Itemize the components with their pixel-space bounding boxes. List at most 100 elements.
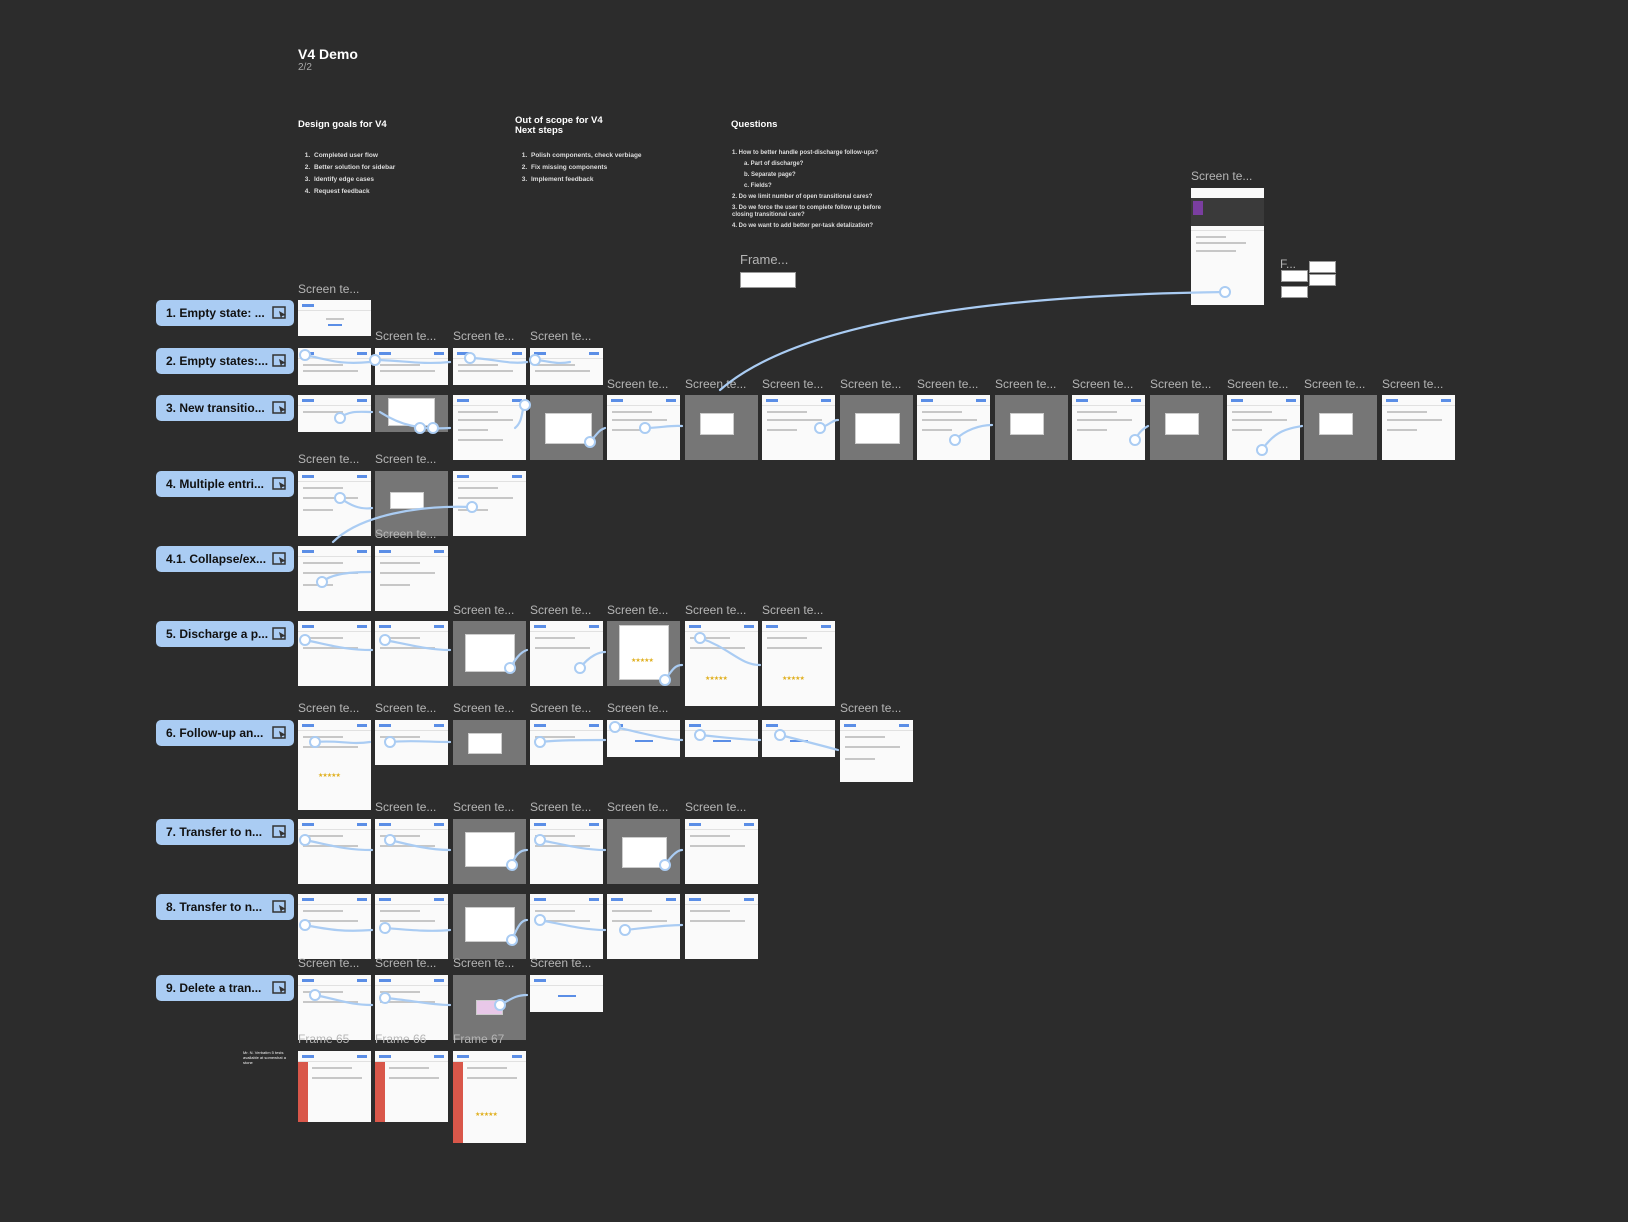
flow-pill[interactable]: 9. Delete a tran...: [156, 975, 294, 1001]
screen-frame[interactable]: ★★★★★: [762, 621, 835, 706]
screen-frame[interactable]: [530, 720, 603, 765]
screen-frame[interactable]: [1227, 395, 1300, 460]
screen-frame[interactable]: ★★★★★: [298, 720, 371, 810]
screen-frame[interactable]: [530, 894, 603, 959]
small-frame[interactable]: [1309, 274, 1336, 286]
small-frame[interactable]: [1309, 261, 1336, 273]
flow-pill[interactable]: 1. Empty state: ...: [156, 300, 294, 326]
screen-frame[interactable]: [375, 819, 448, 884]
screen-frame[interactable]: [607, 720, 680, 757]
screen-frame[interactable]: [375, 395, 448, 432]
frame-label: Screen te...: [298, 282, 360, 296]
screen-frame[interactable]: [1072, 395, 1145, 460]
screen-frame[interactable]: [298, 1051, 371, 1122]
screen-frame[interactable]: [453, 975, 526, 1040]
screen-frame[interactable]: [298, 395, 371, 432]
screen-frame[interactable]: [375, 894, 448, 959]
screen-frame[interactable]: [917, 395, 990, 460]
small-frame[interactable]: [1281, 270, 1308, 282]
screen-frame[interactable]: [762, 720, 835, 757]
screen-frame[interactable]: ★★★★★: [685, 621, 758, 706]
screen-frame[interactable]: [375, 348, 448, 385]
screen-frame[interactable]: [530, 348, 603, 385]
screen-frame[interactable]: [530, 395, 603, 460]
flow-pill[interactable]: 4. Multiple entri...: [156, 471, 294, 497]
play-flow-icon[interactable]: [272, 477, 288, 491]
screen-frame[interactable]: [840, 720, 913, 782]
screen-frame[interactable]: [298, 471, 371, 536]
screen-frame[interactable]: [1304, 395, 1377, 460]
play-flow-icon[interactable]: [272, 627, 288, 641]
play-flow-icon[interactable]: [272, 401, 288, 415]
play-flow-icon[interactable]: [272, 354, 288, 368]
screen-frame[interactable]: [1382, 395, 1455, 460]
play-flow-icon[interactable]: [272, 825, 288, 839]
screen-frame[interactable]: [375, 546, 448, 611]
screen-frame[interactable]: [375, 1051, 448, 1122]
frame-label: Screen te...: [1227, 377, 1289, 391]
small-frame[interactable]: [740, 272, 796, 288]
screen-frame[interactable]: [298, 546, 371, 611]
screen-frame[interactable]: [375, 621, 448, 686]
screen-frame[interactable]: [685, 720, 758, 757]
screen-frame[interactable]: [298, 894, 371, 959]
screen-frame[interactable]: [453, 621, 526, 686]
list-item: a. Part of discharge?: [744, 161, 804, 167]
flow-pill[interactable]: 3. New transitio...: [156, 395, 294, 421]
frame-label: Screen te...: [840, 701, 902, 715]
play-flow-icon[interactable]: [272, 726, 288, 740]
screen-frame[interactable]: [607, 894, 680, 959]
play-flow-icon[interactable]: [272, 981, 288, 995]
flow-pill[interactable]: 2. Empty states:...: [156, 348, 294, 374]
flow-pill[interactable]: 6. Follow-up an...: [156, 720, 294, 746]
screen-frame[interactable]: [1150, 395, 1223, 460]
screen-frame[interactable]: [453, 471, 526, 536]
screen-frame[interactable]: [453, 348, 526, 385]
screen-frame[interactable]: [298, 300, 371, 336]
flow-pill[interactable]: 5. Discharge a p...: [156, 621, 294, 647]
flow-pill[interactable]: 4.1. Collapse/ex...: [156, 546, 294, 572]
screen-frame[interactable]: [762, 395, 835, 460]
screen-frame[interactable]: [453, 894, 526, 959]
rating-stars-icon: ★★★★★: [782, 676, 805, 682]
screen-frame[interactable]: [685, 894, 758, 959]
small-frame[interactable]: [1281, 286, 1308, 298]
flow-pill[interactable]: 7. Transfer to n...: [156, 819, 294, 845]
screen-frame[interactable]: [607, 819, 680, 884]
screen-frame[interactable]: [298, 975, 371, 1040]
frame-label: Screen te...: [530, 800, 592, 814]
list-item: 3. Do we force the user to complete foll…: [732, 205, 882, 218]
frame-label: Screen te...: [762, 603, 824, 617]
screen-frame[interactable]: [453, 395, 526, 460]
screen-frame[interactable]: ★★★★★: [607, 621, 680, 686]
screen-frame[interactable]: [995, 395, 1068, 460]
screen-frame[interactable]: [530, 975, 603, 1012]
screen-frame[interactable]: [530, 621, 603, 686]
screen-frame[interactable]: ★★★★★: [453, 1051, 526, 1143]
screen-frame[interactable]: [453, 720, 526, 765]
screen-frame[interactable]: [298, 819, 371, 884]
list-item: Fix missing components: [529, 162, 642, 174]
screen-frame[interactable]: [375, 720, 448, 765]
screen-frame[interactable]: [685, 819, 758, 884]
screen-frame[interactable]: [298, 348, 371, 385]
play-flow-icon[interactable]: [272, 306, 288, 320]
screen-frame[interactable]: [453, 819, 526, 884]
screen-frame[interactable]: [685, 395, 758, 460]
play-flow-icon[interactable]: [272, 552, 288, 566]
frame-label: Screen te...: [1150, 377, 1212, 391]
flow-pill[interactable]: 8. Transfer to n...: [156, 894, 294, 920]
play-flow-icon[interactable]: [272, 900, 288, 914]
frame-label: Screen te...: [298, 956, 360, 970]
screen-frame[interactable]: [298, 621, 371, 686]
screen-frame[interactable]: [840, 395, 913, 460]
screen-frame[interactable]: [530, 819, 603, 884]
screen-frame[interactable]: [607, 395, 680, 460]
frame-label: Screen te...: [375, 701, 437, 715]
frame-label: Screen te...: [840, 377, 902, 391]
screen-frame[interactable]: [1191, 188, 1264, 305]
frame-label: Screen te...: [375, 800, 437, 814]
list-item: Identify edge cases: [312, 174, 395, 186]
screen-frame[interactable]: [375, 975, 448, 1040]
